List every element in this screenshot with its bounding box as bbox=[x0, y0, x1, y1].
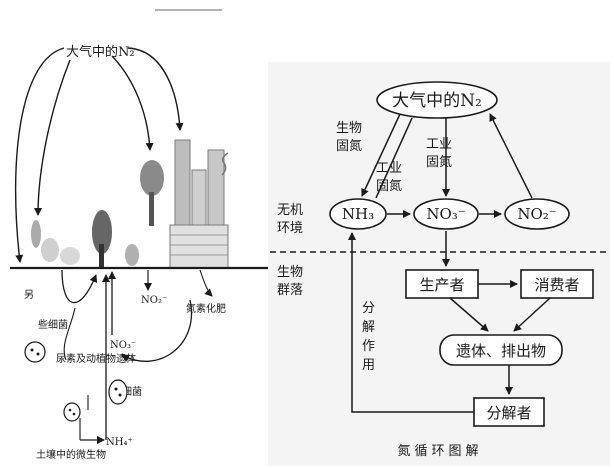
decomposer-text: 分解者 bbox=[486, 404, 531, 422]
root-down-curve bbox=[63, 307, 76, 361]
soil-microbes-label: 土壤中的微生物 bbox=[36, 448, 106, 461]
decomposition-label: 尿素及动植物遗体 bbox=[56, 352, 136, 365]
nh4-label: NH₄⁺ bbox=[106, 437, 133, 448]
bacterium-icon-1 bbox=[24, 341, 46, 363]
decomposition-label-2: 解 bbox=[362, 320, 375, 335]
inorganic-env-label-2: 环境 bbox=[277, 221, 303, 236]
factory-to-fertilizer bbox=[199, 269, 213, 297]
factory-icon bbox=[169, 139, 229, 269]
inorganic-env-label-1: 无机 bbox=[277, 203, 303, 218]
no3-text: NO₃⁻ bbox=[426, 205, 465, 223]
fertilizer-label: 氮素化肥 bbox=[186, 302, 226, 315]
arc-left-inner bbox=[34, 59, 71, 216]
bio-fixation-label-1: 生物 bbox=[336, 121, 362, 136]
no3-label: NO₃⁻ bbox=[110, 340, 136, 351]
no3-node bbox=[413, 198, 479, 230]
arrow-consumer-to-remains bbox=[513, 297, 551, 332]
industrial-top-label-2: 固氮 bbox=[426, 155, 452, 170]
producer-node bbox=[405, 269, 479, 299]
industrial-left-label-2: 固氮 bbox=[376, 179, 402, 194]
industrial-left-label-1: 工业 bbox=[376, 161, 402, 176]
community-label-2: 群落 bbox=[277, 283, 303, 298]
bacterium-icon-3 bbox=[63, 402, 81, 422]
bio-fixation-label-2: 固氮 bbox=[336, 139, 362, 154]
atmosphere-n2-node bbox=[376, 81, 498, 119]
left-illustration-panel: 大气中的N₂ bbox=[10, 9, 268, 461]
decomposition-label-3: 作 bbox=[362, 339, 375, 354]
decomposer-node bbox=[473, 397, 545, 427]
bacteria-left-label: 另 bbox=[24, 289, 34, 301]
arc-left-outer bbox=[14, 47, 65, 263]
plant-icon bbox=[31, 210, 139, 268]
community-label-1: 生物 bbox=[277, 265, 303, 280]
arrow-producer-to-remains bbox=[449, 297, 489, 332]
diagram-caption: 氮循环图解 bbox=[397, 444, 482, 459]
nh3-node bbox=[329, 198, 387, 230]
consumer-node bbox=[520, 269, 594, 299]
arc-right-to-tree bbox=[111, 55, 154, 151]
right-panel-background bbox=[268, 62, 610, 466]
some-bacteria-label: 些细菌 bbox=[38, 318, 68, 331]
remains-node bbox=[439, 334, 563, 366]
decomposition-label-4: 用 bbox=[362, 358, 375, 373]
nh3-text: NH₃ bbox=[342, 205, 374, 223]
arrow-bio-fixation bbox=[361, 113, 401, 197]
tree-icon bbox=[140, 160, 164, 226]
no2-ground-label: NO₂⁻ bbox=[141, 295, 167, 306]
no2-node bbox=[504, 198, 570, 230]
arc-right-to-factory bbox=[127, 47, 184, 131]
producer-text: 生产者 bbox=[419, 276, 464, 294]
industrial-top-label-1: 工业 bbox=[426, 137, 452, 152]
remains-text: 遗体、排出物 bbox=[456, 342, 546, 360]
atmosphere-n2-text: 大气中的N₂ bbox=[392, 91, 482, 111]
bacterium-icon-2 bbox=[108, 379, 128, 405]
consumer-text: 消费者 bbox=[534, 276, 579, 294]
arrow-no2-to-atmosphere bbox=[489, 113, 533, 199]
decomposition-label-1: 分 bbox=[362, 301, 375, 316]
fertilizer-curve bbox=[121, 299, 193, 362]
no2-text: NO₂⁻ bbox=[517, 205, 556, 223]
left-atmosphere-n2-label: 大气中的N₂ bbox=[66, 44, 135, 60]
root-curve bbox=[61, 269, 98, 304]
right-diagram-panel: 大气中的N₂ NH₃ NO₃⁻ NO₂⁻ 生物 固氮 工业 固氮 工业 固氮 无… bbox=[268, 62, 610, 466]
arrow-industrial-nh3 bbox=[375, 117, 413, 199]
arrow-decomposer-to-nh3 bbox=[348, 232, 474, 413]
